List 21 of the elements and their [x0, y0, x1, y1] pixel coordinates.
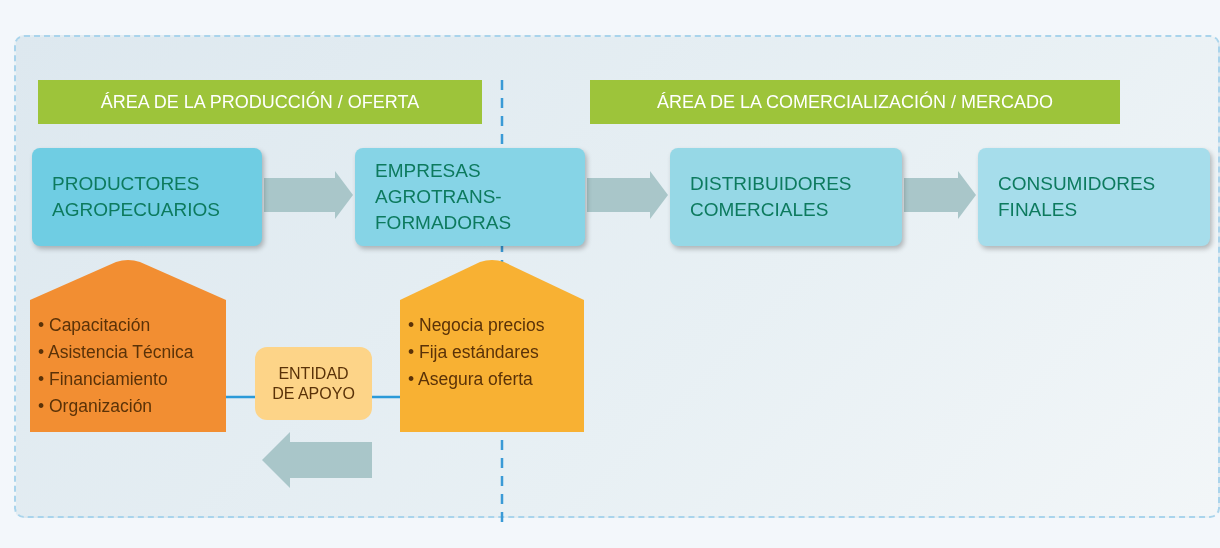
bullet-item: • Negocia precios — [408, 314, 546, 337]
bullet-item: • Fija estándares — [408, 341, 540, 364]
actor-box: CONSUMIDORES FINALES — [978, 148, 1210, 246]
block-arrow — [264, 171, 353, 219]
house-shape — [400, 258, 584, 432]
connector-line — [226, 395, 255, 399]
house-shape — [30, 258, 226, 432]
block-arrow — [904, 171, 976, 219]
actor-box: DISTRIBUIDORES COMERCIALES — [670, 148, 902, 246]
actor-box: PRODUCTORES AGROPECUARIOS — [32, 148, 262, 246]
area-header-band: ÁREA DE LA COMERCIALIZACIÓN / MERCADO — [590, 80, 1120, 124]
bullet-item: • Financiamiento — [38, 368, 169, 391]
actor-box: EMPRESAS AGROTRANS- FORMADORAS — [355, 148, 585, 246]
block-arrow — [587, 171, 668, 219]
bullet-item: • Asegura oferta — [408, 368, 534, 391]
area-header-band: ÁREA DE LA PRODUCCIÓN / OFERTA — [38, 80, 482, 124]
connector-line — [372, 395, 400, 399]
bullet-item: • Capacitación — [38, 314, 152, 337]
support-entity-box: ENTIDAD DE APOYO — [255, 347, 372, 420]
bullet-item: • Organización — [38, 395, 154, 418]
bullet-item: • Asistencia Técnica — [38, 341, 195, 364]
